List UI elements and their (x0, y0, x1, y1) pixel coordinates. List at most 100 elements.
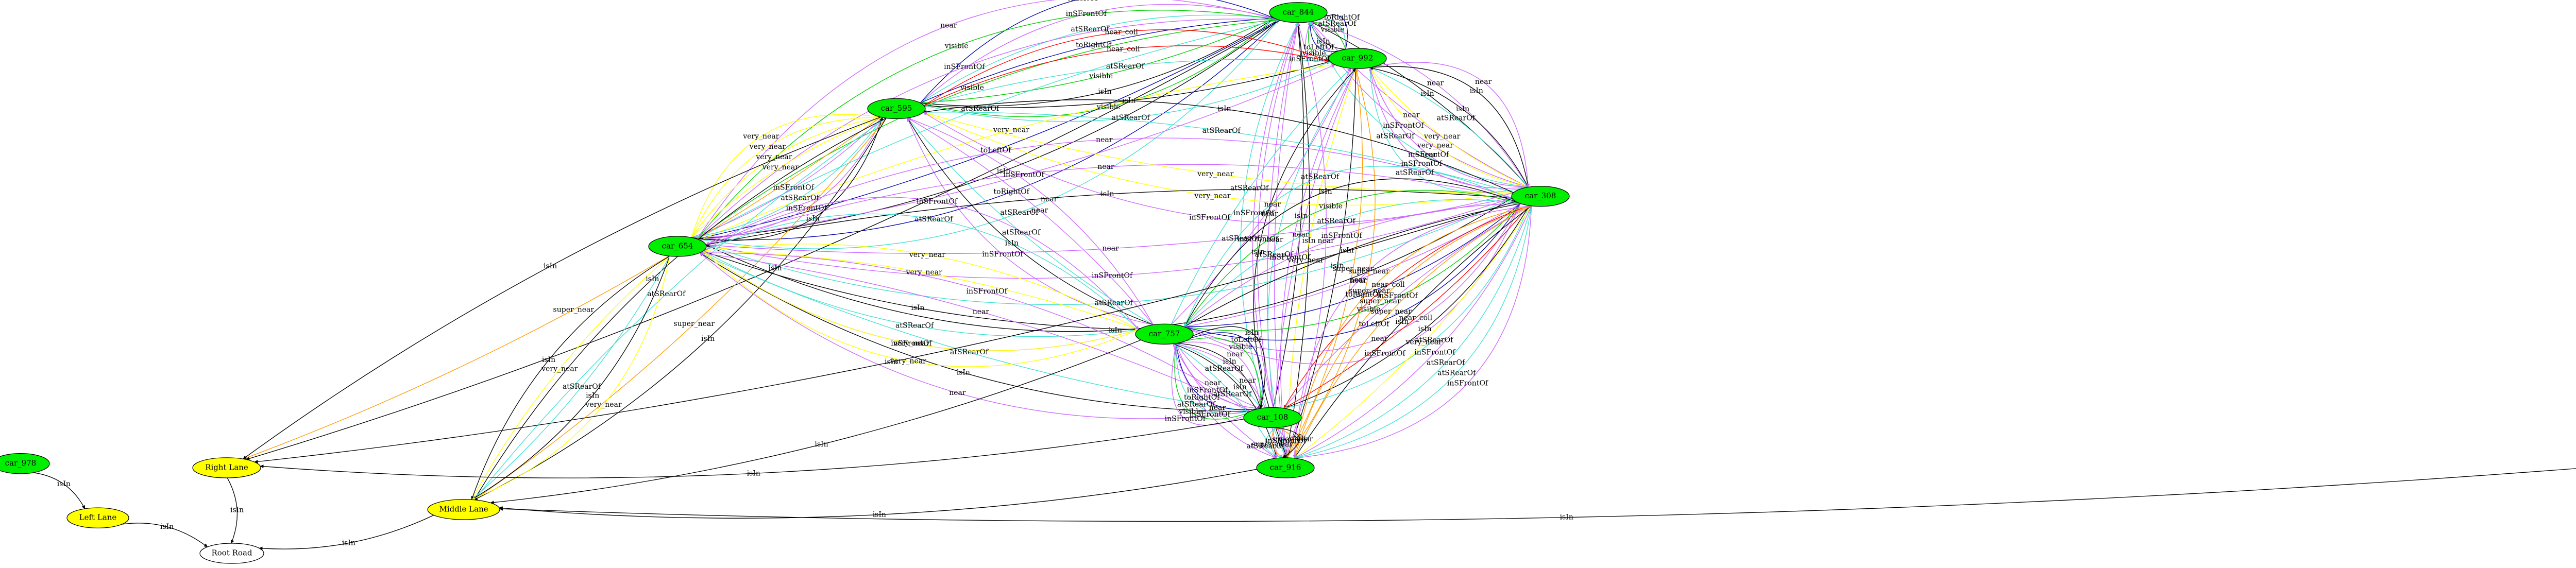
edge-label: near (1227, 350, 1244, 358)
nodes-layer: car_844car_992car_595car_308car_654car_7… (0, 2, 1570, 564)
edge-label: toLeftOf (980, 146, 1012, 154)
edge-label: atSRearOf (1437, 369, 1477, 377)
node-car-308: car_308 (1511, 186, 1570, 207)
edge-label: near (1096, 135, 1113, 144)
node-shape (199, 543, 264, 564)
edge-car_757-to-car_108 (1171, 343, 1261, 426)
node-label: Middle Lane (439, 505, 488, 514)
edge-label: toRightOf (1324, 13, 1361, 22)
edge-label: isIn (1293, 434, 1306, 442)
edge-label: very_near (1417, 142, 1453, 150)
edge-car_757-to-car_916 (1173, 343, 1279, 459)
edge-car_108-to-car_844 (1273, 22, 1304, 408)
edge-label: very_near (993, 126, 1029, 134)
edge-label: very_near (1197, 170, 1233, 178)
edge-car_595-to-car_992 (924, 61, 1331, 122)
edge-label: near (1475, 78, 1492, 86)
edge-label: inSFrontOf (1364, 350, 1406, 358)
edge-car_916-to-car_844 (1257, 22, 1299, 458)
edge-label: atSRearOf (1112, 114, 1151, 122)
edge-label: isIn (1233, 383, 1247, 391)
edge-car_757-to-car_108 (1176, 332, 1263, 409)
edge-label: inSFrontOf (1383, 122, 1425, 130)
edge-car_757-to-car_916 (1173, 343, 1277, 459)
edge-car_308-to-car_654 (705, 197, 1513, 279)
edge-label: atSRearOf (1106, 62, 1145, 71)
edge-car_308-to-car_654 (705, 137, 1513, 245)
edge-car_654-to-car_844 (697, 20, 1279, 240)
node-label: Left Lane (79, 513, 117, 522)
edge-car_308-to-car_757 (1184, 199, 1521, 328)
edge-car_308-to-car_595 (923, 99, 1514, 193)
edge-label: inSFrontOf (1165, 415, 1207, 423)
edge-car_757-to-car_992 (1171, 68, 1351, 325)
edge-car_654-to-car_595 (691, 117, 883, 238)
edge-car_654-to-car_844 (697, 10, 1279, 239)
edge-car_757-to-car_108 (1176, 343, 1261, 409)
edge-right_lane-to-root_road (227, 477, 238, 544)
edge-label: atSRearOf (1437, 114, 1476, 123)
edge-car_992-to-car_308 (1369, 62, 1530, 188)
edge-car_654-to-car_992 (700, 63, 1335, 240)
edge-car_916-to-middle_lane (499, 469, 1257, 519)
edge-label: isIn (57, 480, 71, 488)
edge-label: isIn (160, 523, 174, 531)
edge-left_lane-to-root_road (122, 523, 208, 547)
edge-car_654-to-car_844 (697, 0, 1279, 239)
edge-car_308-to-car_595 (923, 110, 1514, 193)
node-shape (1243, 407, 1302, 428)
edge-label: super_near (553, 305, 595, 314)
edge-label: atSRearOf (1213, 390, 1252, 398)
edge-label: inSFrontOf (1269, 253, 1311, 262)
edge-label: atSRearOf (1396, 169, 1435, 177)
edge-label: near (1205, 379, 1222, 387)
edge-car_595-to-car_992 (924, 59, 1331, 106)
edge-car_308-to-car_916 (1294, 205, 1532, 459)
edge-label: inSFrontOf (944, 63, 986, 71)
edge-car_308-to-car_757 (1183, 166, 1521, 328)
edge-car_595-to-right_lane (243, 116, 881, 460)
edge-label: near (1266, 235, 1283, 244)
edge-label: very_near (1194, 192, 1230, 200)
edge-label: near (940, 21, 957, 29)
edge-label: atSRearOf (1246, 442, 1285, 450)
node-car-654: car_654 (648, 236, 707, 257)
edge-car_654-to-middle_lane (471, 255, 670, 500)
edge-car_308-to-car_916 (1293, 205, 1532, 459)
edge-car_308-to-car_916 (1293, 205, 1532, 459)
edge-car_308-to-car_654 (705, 197, 1512, 254)
node-shape (867, 98, 926, 119)
edge-label: atSRearOf (1301, 173, 1340, 181)
edge-label: atSRearOf (961, 105, 1000, 113)
edge-car_595-to-right_lane (243, 116, 881, 459)
edge-car_308-to-car_757 (1184, 203, 1521, 328)
edge-car_654-to-car_844 (697, 18, 1279, 239)
edge-label: atSRearOf (563, 383, 602, 391)
edge-label: near (1350, 277, 1367, 285)
edge-label: atSRearOf (1000, 209, 1039, 217)
edge-label: isIn (1217, 105, 1231, 113)
edge-car_308-to-car_757 (1184, 190, 1521, 328)
edge-label: visible (1228, 343, 1252, 351)
edge-car_757-to-car_108 (1176, 326, 1266, 409)
edge-label: atSRearOf (1095, 299, 1134, 307)
edge-car_654-to-car_595 (691, 115, 883, 238)
edge-car_654-to-middle_lane (471, 256, 670, 500)
edge-car_108-to-car_916 (1265, 427, 1283, 459)
edge-label: near (1371, 335, 1388, 343)
edge-label: isIn (1456, 105, 1469, 113)
edge-car_992-to-car_844 (1310, 20, 1346, 49)
node-shape (648, 236, 707, 257)
edge-car_757-to-car_654 (703, 250, 1139, 330)
edge-car_308-to-car_757 (1184, 203, 1521, 332)
node-label: car_654 (662, 242, 693, 251)
edge-label: visible (1320, 25, 1345, 33)
edge-car_308-to-car_654 (705, 197, 1513, 332)
edge-label: near (1239, 376, 1256, 385)
edge-label: isIn (957, 369, 970, 377)
edge-car_308-to-car_654 (705, 164, 1512, 246)
node-car-844: car_844 (1269, 2, 1328, 23)
edge-label: isIn (815, 440, 828, 449)
edge-label: near (1292, 231, 1309, 239)
